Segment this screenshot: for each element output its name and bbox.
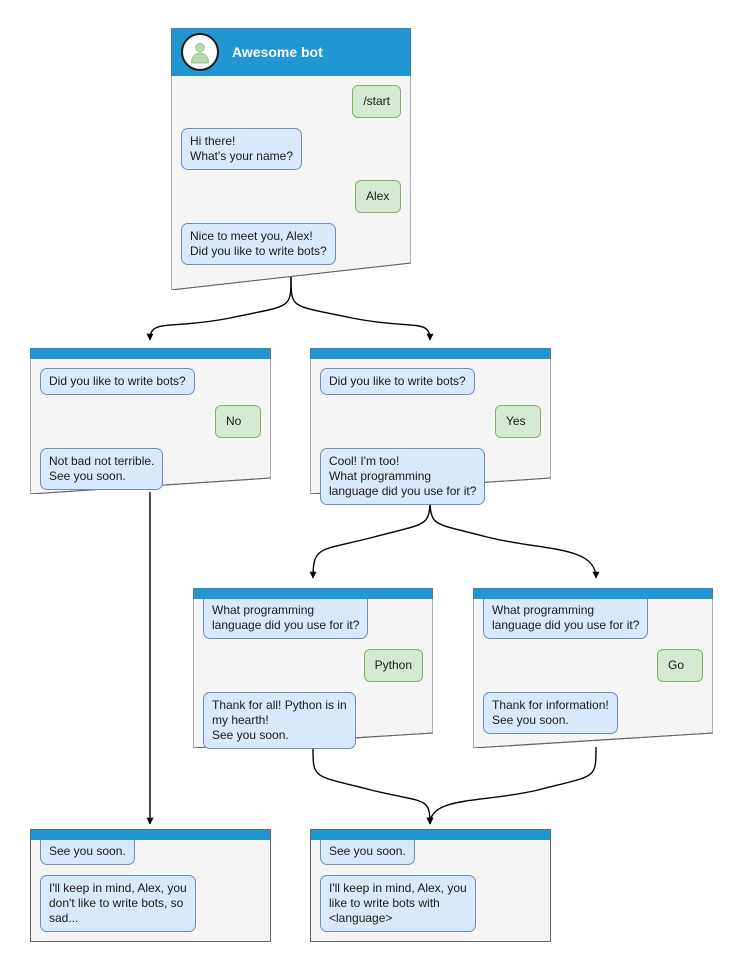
user-message-bubble: Go <box>657 649 703 682</box>
message-row: Alex <box>181 180 401 213</box>
chat-node-yes-branch[interactable]: Did you like to write bots? Yes Cool! I'… <box>310 348 551 505</box>
user-message-bubble: /start <box>352 85 401 118</box>
no-branch-message-list: Did you like to write bots? No Not bad n… <box>30 359 271 490</box>
user-message-bubble: Yes <box>495 405 541 438</box>
message-row: What programming language did you use fo… <box>483 599 703 639</box>
end-happy-content: See you soon. I'll keep in mind, Alex, y… <box>310 829 551 942</box>
user-message-bubble: Python <box>363 649 423 682</box>
bot-message-bubble: I'll keep in mind, Alex, you don't like … <box>40 875 196 932</box>
go-branch-content: What programming language did you use fo… <box>473 588 713 744</box>
message-row: No <box>40 405 261 438</box>
bot-message-bubble: Cool! I'm too! What programming language… <box>320 448 486 505</box>
message-row: Yes <box>320 405 541 438</box>
yes-branch-message-list: Did you like to write bots? Yes Cool! I'… <box>310 359 551 505</box>
user-message-bubble: Alex <box>355 180 401 213</box>
message-row: Thank for information! See you soon. <box>483 692 703 734</box>
chat-node-root[interactable]: Awesome bot /start Hi there! What's your… <box>171 28 411 290</box>
message-row: Not bad not terrible. See you soon. <box>40 448 261 490</box>
bot-message-bubble: I'll keep in mind, Alex, you like to wri… <box>320 875 476 932</box>
message-row: Nice to meet you, Alex! Did you like to … <box>181 223 401 265</box>
bot-message-bubble: Nice to meet you, Alex! Did you like to … <box>181 223 336 265</box>
window-header-bar <box>310 348 551 359</box>
go-branch-message-list: What programming language did you use fo… <box>473 599 713 734</box>
message-row: Cool! I'm too! What programming language… <box>320 448 541 505</box>
bot-message-bubble: Did you like to write bots? <box>320 368 475 395</box>
end-sad-message-list: See you soon. I'll keep in mind, Alex, y… <box>30 840 271 932</box>
end-happy-message-list: See you soon. I'll keep in mind, Alex, y… <box>310 840 551 932</box>
chat-node-end-happy[interactable]: See you soon. I'll keep in mind, Alex, y… <box>310 829 551 942</box>
message-row: I'll keep in mind, Alex, you like to wri… <box>320 875 541 932</box>
window-header-bar <box>30 829 271 840</box>
message-row: See you soon. <box>40 840 261 865</box>
message-row: /start <box>181 85 401 118</box>
message-row: Python <box>203 649 423 682</box>
bot-message-bubble: Did you like to write bots? <box>40 368 195 395</box>
edge-go-to-end-happy <box>426 746 597 825</box>
chat-node-go-branch[interactable]: What programming language did you use fo… <box>473 588 713 748</box>
root-message-list: /start Hi there! What's your name? Alex … <box>171 76 411 265</box>
bot-message-bubble: Hi there! What's your name? <box>181 128 303 170</box>
bot-message-bubble: Not bad not terrible. See you soon. <box>40 448 164 490</box>
yes-branch-content: Did you like to write bots? Yes Cool! I'… <box>310 348 551 515</box>
message-row: What programming language did you use fo… <box>203 599 423 639</box>
window-header-bar <box>193 588 433 599</box>
message-row: I'll keep in mind, Alex, you don't like … <box>40 875 261 932</box>
person-icon <box>181 33 219 71</box>
bot-name-label: Awesome bot <box>232 44 323 60</box>
message-row: Go <box>483 649 703 682</box>
window-header-bar <box>473 588 713 599</box>
bot-titlebar: Awesome bot <box>171 28 411 76</box>
message-row: Hi there! What's your name? <box>181 128 401 170</box>
chat-node-no-branch[interactable]: Did you like to write bots? No Not bad n… <box>30 348 271 494</box>
python-branch-message-list: What programming language did you use fo… <box>193 599 433 749</box>
chat-node-python-branch[interactable]: What programming language did you use fo… <box>193 588 433 749</box>
user-message-bubble: No <box>215 405 261 438</box>
bot-message-bubble: See you soon. <box>320 840 415 865</box>
bot-message-bubble: What programming language did you use fo… <box>203 599 369 639</box>
message-row: See you soon. <box>320 840 541 865</box>
python-branch-content: What programming language did you use fo… <box>193 588 433 759</box>
bot-message-bubble: Thank for all! Python is in my hearth! S… <box>203 692 356 749</box>
bot-message-bubble: Thank for information! See you soon. <box>483 692 618 734</box>
bot-message-bubble: See you soon. <box>40 840 135 865</box>
end-sad-content: See you soon. I'll keep in mind, Alex, y… <box>30 829 271 942</box>
window-header-bar <box>30 348 271 359</box>
message-row: Thank for all! Python is in my hearth! S… <box>203 692 423 749</box>
chat-node-end-sad[interactable]: See you soon. I'll keep in mind, Alex, y… <box>30 829 271 942</box>
root-node-content: Awesome bot /start Hi there! What's your… <box>171 28 411 275</box>
message-row: Did you like to write bots? <box>320 368 541 395</box>
no-branch-content: Did you like to write bots? No Not bad n… <box>30 348 271 500</box>
message-row: Did you like to write bots? <box>40 368 261 395</box>
window-header-bar <box>310 829 551 840</box>
bot-message-bubble: What programming language did you use fo… <box>483 599 649 639</box>
